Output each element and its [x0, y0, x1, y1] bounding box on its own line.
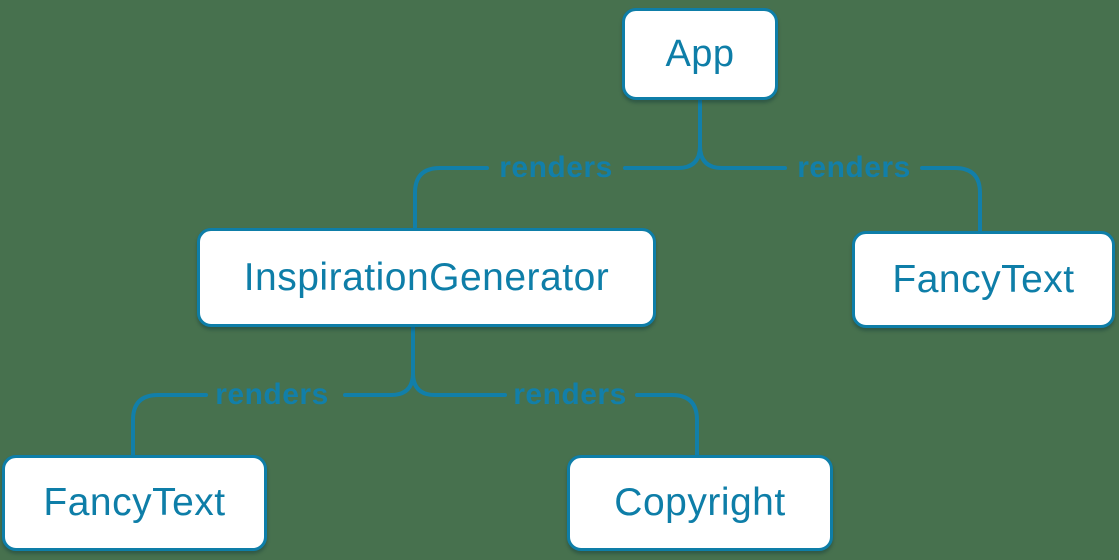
edge-label-app-inspirationgenerator: renders — [499, 151, 613, 184]
node-fancy-text-top: FancyText — [852, 231, 1115, 328]
edge-label-inspirationgenerator-fancytext: renders — [215, 378, 329, 411]
node-fancy-text-bottom-label: FancyText — [43, 481, 226, 524]
node-inspiration-generator-label: InspirationGenerator — [243, 255, 610, 299]
node-fancy-text-top-label: FancyText — [892, 257, 1075, 301]
edge-label-app-fancytext: renders — [797, 151, 911, 184]
edge-inspirationgenerator-to-copyright — [411, 371, 699, 457]
edge-label-inspirationgenerator-copyright: renders — [513, 378, 627, 411]
edge-app-to-fancytext — [698, 144, 982, 233]
node-app-label: App — [665, 32, 735, 75]
node-copyright-label: Copyright — [614, 481, 786, 524]
node-inspiration-generator: InspirationGenerator — [197, 228, 656, 327]
node-copyright: Copyright — [567, 455, 833, 551]
node-app: App — [622, 8, 778, 100]
node-fancy-text-bottom: FancyText — [2, 455, 267, 551]
